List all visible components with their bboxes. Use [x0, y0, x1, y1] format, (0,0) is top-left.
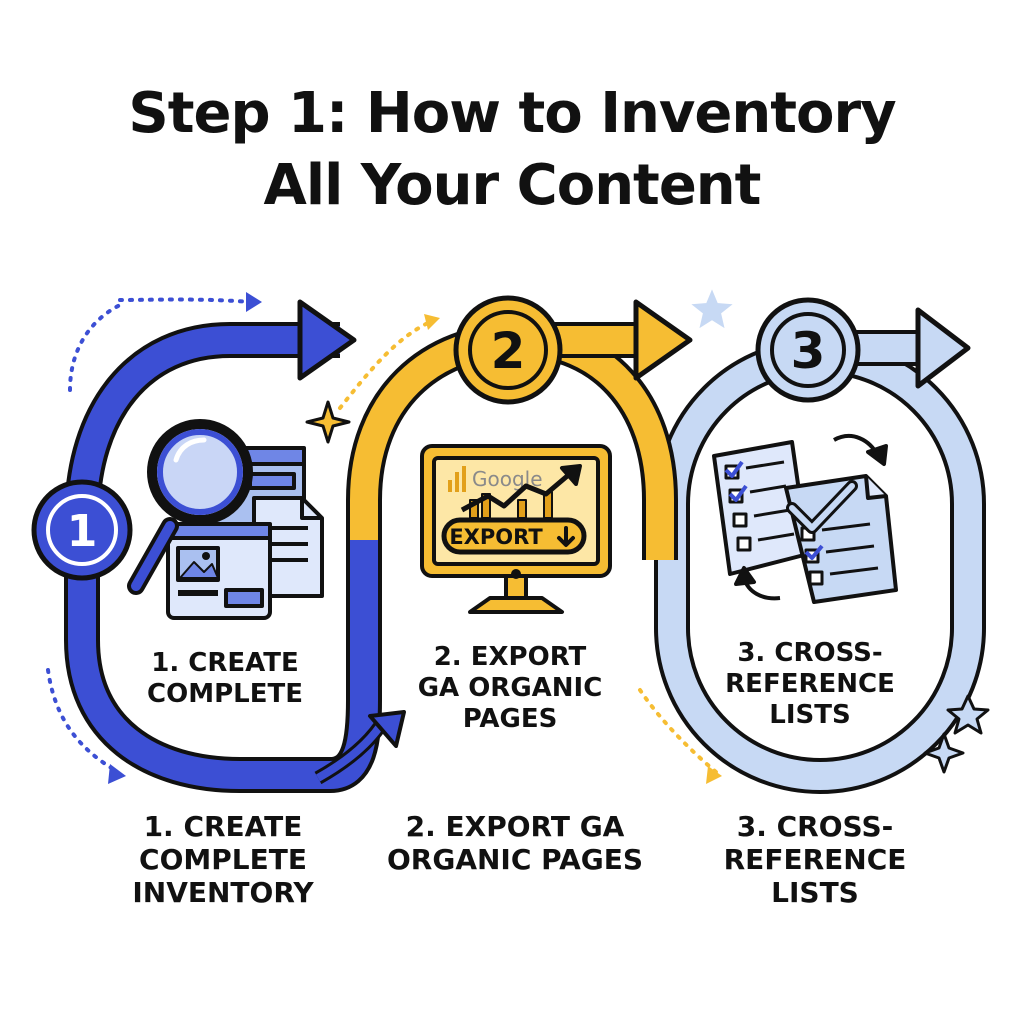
step-1-bottom-label: 1. CREATE COMPLETE INVENTORY	[88, 810, 358, 909]
step-2-inner-line: 2. EXPORT	[433, 642, 587, 672]
step-2-bottom-label: 2. EXPORT GA ORGANIC PAGES	[380, 810, 650, 876]
checklist-documents-icon	[712, 434, 898, 604]
step-3-bottom-line: LISTS	[771, 876, 859, 909]
step-2-bottom-line: ORGANIC PAGES	[386, 843, 644, 876]
step-3-number: 3	[791, 322, 826, 380]
step-1-bottom-line: 1. CREATE	[143, 810, 303, 843]
export-button-text: EXPORT	[449, 525, 543, 549]
step-1-loop	[64, 299, 406, 793]
step-1-inner-line: 1. CREATE	[151, 648, 299, 678]
step-1-bottom-line: COMPLETE	[139, 843, 307, 876]
step-3-inner-line: 3. CROSS-	[737, 638, 883, 668]
step-2-badge: 2	[453, 295, 563, 405]
step-1-inner-label: 1. CREATE COMPLETE	[120, 648, 330, 710]
sparkle-icon	[305, 400, 351, 444]
step-2-number: 2	[491, 322, 526, 380]
dotted-accents	[46, 297, 718, 774]
star-icon	[691, 289, 733, 329]
step-3-inner-line: REFERENCE	[725, 669, 895, 699]
sparkle-icon	[923, 732, 965, 774]
step-3-bottom-line: 3. CROSS-	[736, 810, 894, 843]
magnifier-documents-icon	[127, 419, 324, 620]
page-title: Step 1: How to Inventory All Your Conten…	[0, 78, 1024, 222]
step-3-bottom-label: 3. CROSS- REFERENCE LISTS	[680, 810, 950, 909]
title-line-1: Step 1: How to Inventory	[128, 81, 896, 146]
step-1-inner-line: COMPLETE	[147, 679, 303, 709]
star-icon	[946, 694, 990, 735]
monitor-analytics-icon: Google EXPORT	[420, 444, 612, 614]
step-1-bottom-line: INVENTORY	[132, 876, 314, 909]
step-1-badge: 1	[31, 479, 133, 581]
step-3-badge: 3	[755, 297, 861, 403]
step-2-inner-label: 2. EXPORT GA ORGANIC PAGES	[405, 642, 615, 735]
step-3-inner-label: 3. CROSS- REFERENCE LISTS	[705, 638, 915, 731]
step-2-inner-line: GA ORGANIC	[417, 673, 603, 703]
step-3-bottom-line: REFERENCE	[723, 843, 907, 876]
step-2-inner-line: PAGES	[462, 704, 558, 734]
step-3-inner-line: LISTS	[769, 700, 851, 730]
step-2-bottom-line: 2. EXPORT GA	[405, 810, 625, 843]
step-1-number: 1	[67, 506, 98, 557]
title-line-2: All Your Content	[263, 153, 762, 218]
